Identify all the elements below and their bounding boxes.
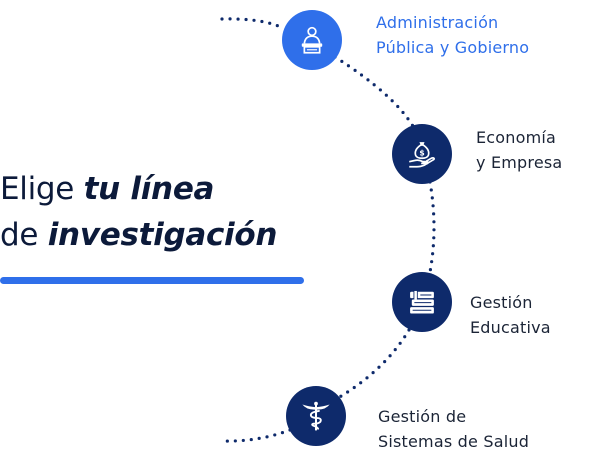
line-node-sistemas-salud[interactable] xyxy=(286,386,346,446)
headline-underline xyxy=(0,277,304,284)
line-label-administracion[interactable]: Administración Pública y Gobierno xyxy=(376,10,529,60)
headline-line-1-plain: Elige xyxy=(0,171,84,207)
line-label-line: Administración xyxy=(376,13,499,32)
line-node-gestion-educativa[interactable] xyxy=(392,272,452,332)
line-node-economia[interactable]: $ xyxy=(392,124,452,184)
line-label-line: Gestión de xyxy=(378,407,467,426)
line-label-economia[interactable]: Economía y Empresa xyxy=(476,125,562,175)
line-label-line: y Empresa xyxy=(476,153,563,172)
line-label-line: Pública y Gobierno xyxy=(376,38,530,57)
caduceus-icon xyxy=(302,401,330,431)
line-label-line: Gestión xyxy=(470,293,533,312)
headline-line-2-plain: de xyxy=(0,217,48,253)
line-label-sistemas-salud[interactable]: Gestión de Sistemas de Salud xyxy=(378,404,529,454)
svg-text:$: $ xyxy=(419,149,424,158)
line-label-line: Sistemas de Salud xyxy=(378,432,530,451)
podium-speaker-icon xyxy=(301,26,323,54)
headline: Elige tu línea de investigación xyxy=(0,166,277,258)
line-label-gestion-educativa[interactable]: Gestión Educativa xyxy=(470,290,551,340)
headline-line-2: de investigación xyxy=(0,212,277,258)
line-label-line: Economía xyxy=(476,128,557,147)
books-stack-icon xyxy=(410,290,434,314)
line-node-administracion[interactable] xyxy=(282,10,342,70)
headline-line-1-emphasis: tu línea xyxy=(83,171,215,207)
money-bag-hand-icon: $ xyxy=(409,142,436,168)
headline-line-2-emphasis: investigación xyxy=(47,217,278,253)
headline-line-1: Elige tu línea xyxy=(0,166,277,212)
line-label-line: Educativa xyxy=(470,318,551,337)
